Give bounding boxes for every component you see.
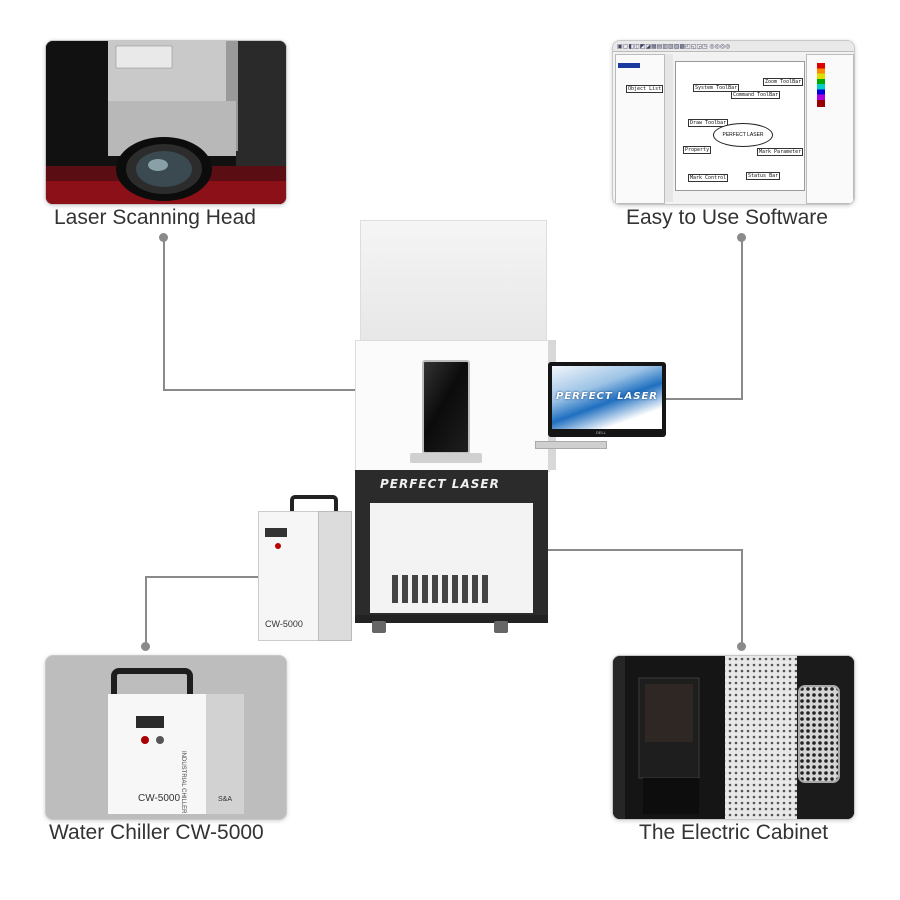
machine-foot-right: [494, 621, 508, 633]
software-toolbar: [613, 41, 854, 52]
sw-label-object-list: Object List: [626, 85, 664, 93]
machine-brand-plate: PERFECT LASER: [380, 477, 500, 491]
monitor-logo: PERFECT LASER: [556, 391, 659, 402]
connector-cabinet-horizontal: [483, 549, 743, 551]
machine-foot-left: [372, 621, 386, 633]
connector-scan-head-dot: [159, 233, 168, 242]
chiller-photo: INDUSTRIAL CHILLER CW-5000 S&A: [45, 655, 287, 820]
sw-label-draw-toolbar: Draw Toolbar: [688, 119, 729, 127]
connector-software-vertical: [741, 238, 743, 400]
machine-base: [355, 615, 548, 623]
connector-cabinet-vertical: [741, 549, 743, 645]
connector-chiller-vertical: [145, 576, 147, 645]
software-right-panel: [806, 54, 854, 204]
cabinet-photo: [612, 655, 855, 820]
software-draw-tools: [665, 54, 673, 202]
software-toolbar-icons: ▣▢◧◫◩◪▦▤▥▧▨▩◰◱◲◳ ◎◎◎◎: [617, 44, 731, 50]
chiller-handle: [290, 495, 338, 513]
sw-label-status-bar: Status Bar: [746, 172, 781, 180]
chiller-photo-handle: [111, 668, 193, 696]
machine-top-cover: [360, 220, 547, 342]
connector-chiller-dot: [141, 642, 150, 651]
sw-label-command-toolbar: Command ToolBar: [731, 91, 781, 99]
chiller-photo-knob-left: [141, 736, 149, 744]
sw-label-property: Property: [683, 146, 712, 154]
sw-label-perfect-laser: PERFECT LASER: [713, 123, 773, 147]
software-color-swatches: [817, 63, 825, 107]
sw-label-mark-parameter: Mark Parameter: [757, 148, 804, 156]
monitor-screen: [552, 366, 662, 429]
monitor-arm: [535, 441, 607, 449]
chiller-photo-model: CW-5000: [138, 793, 181, 804]
caption-chiller: Water Chiller CW-5000: [49, 821, 264, 844]
software-screenshot: ▣▢◧◫◩◪▦▤▥▧▨▩◰◱◲◳ ◎◎◎◎ Object List System…: [612, 40, 855, 205]
chiller-side: [318, 511, 352, 641]
chiller-knob: [275, 543, 281, 549]
monitor: PERFECT LASER DELL: [548, 362, 666, 437]
sw-label-zoom-toolbar: Zoom ToolBar: [763, 78, 804, 86]
chiller-photo-side: [206, 694, 244, 814]
chiller-photo-front: [108, 694, 206, 814]
chiller-photo-side-text: INDUSTRIAL CHILLER: [180, 751, 186, 814]
chiller-display: [265, 528, 287, 537]
sw-label-system-toolbar: System ToolBar: [693, 84, 740, 92]
caption-scan-head: Laser Scanning Head: [54, 206, 256, 229]
connector-scan-head-vertical: [163, 238, 165, 391]
connector-chiller-horizontal: [145, 576, 295, 578]
chiller-photo-maker: S&A: [218, 796, 233, 803]
cabinet-illustration: [613, 656, 854, 819]
scan-head-illustration: [46, 41, 286, 204]
connector-software-dot: [737, 233, 746, 242]
chiller-model: CW-5000: [265, 619, 303, 629]
machine-handle: [410, 453, 482, 463]
sw-label-mark-control: Mark Control: [688, 174, 729, 182]
chiller-photo-display: [136, 716, 164, 728]
machine-vent-grille: [392, 575, 490, 603]
connector-cabinet-dot: [737, 642, 746, 651]
software-left-selection: [618, 63, 640, 68]
chiller-photo-knob-right: [156, 736, 164, 744]
caption-software: Easy to Use Software: [626, 206, 828, 229]
connector-scan-head-horizontal: [163, 389, 427, 391]
laser-machine: PERFECT LASER PERFECT LASER DELL: [350, 215, 670, 645]
monitor-maker: DELL: [596, 430, 607, 435]
connector-software-horizontal: [655, 398, 743, 400]
machine-viewing-window: [422, 360, 470, 454]
chiller-unit: CW-5000: [255, 495, 355, 645]
caption-cabinet: The Electric Cabinet: [639, 821, 829, 844]
software-left-panel: [615, 54, 665, 204]
scan-head-photo: [45, 40, 287, 205]
